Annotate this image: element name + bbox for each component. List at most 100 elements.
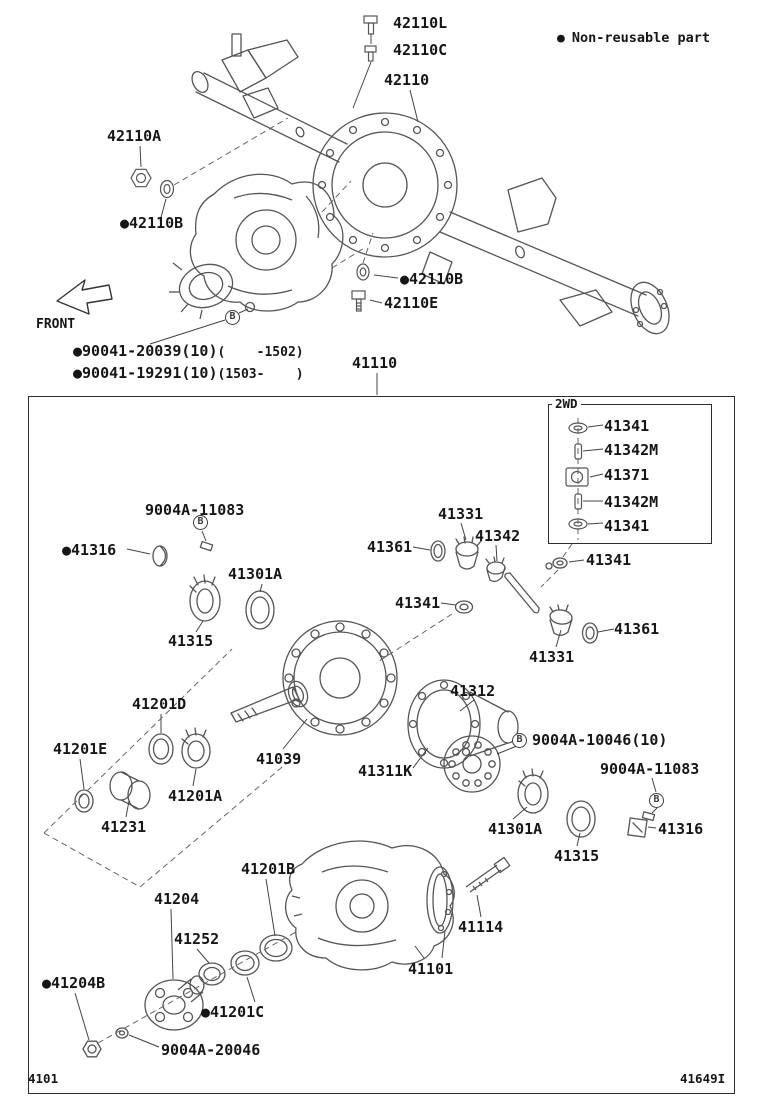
part-label-9004A-20046: 9004A-20046 — [161, 1041, 261, 1059]
part-label-41341-inset-top: 41341 — [604, 417, 650, 435]
race-icon-41315-right — [566, 800, 596, 838]
part-label-41039: 41039 — [256, 750, 302, 768]
bolt-icon-42110C — [364, 45, 377, 62]
figure-frame — [28, 396, 735, 1094]
circle-b-marker: B — [193, 515, 208, 530]
part-label-41312: 41312 — [450, 682, 496, 700]
pinion-gear-icon-41342 — [485, 556, 506, 583]
bearing-icon-41315-left — [189, 574, 221, 622]
part-label-41341-center: 41341 — [395, 594, 441, 612]
part-label-41201E: 41201E — [53, 740, 108, 758]
pinion-shaft-icon — [504, 572, 540, 614]
leader-lines — [74, 34, 658, 1048]
inset-2wd-parts-drawing — [565, 422, 589, 530]
figure-code-left: 4101 — [28, 1071, 59, 1086]
part-label-41311K: 41311K — [358, 762, 413, 780]
part-label-42110E: 42110E — [384, 294, 439, 312]
plug-icon-41316-left — [152, 545, 168, 567]
part-label-41110: 41110 — [352, 354, 398, 372]
inset-2wd-label: 2WD — [552, 397, 581, 411]
bolt-note-line1-part: ●90041-20039(10) — [73, 342, 218, 360]
figure-code-right: 41649I — [680, 1071, 726, 1086]
part-label-41371: 41371 — [604, 466, 650, 484]
part-label-41101: 41101 — [408, 960, 454, 978]
part-label-41301A-right: 41301A — [488, 820, 543, 838]
spider-icon-41371 — [565, 467, 589, 487]
dashed-guides — [43, 117, 579, 1044]
part-label-41315-right: 41315 — [554, 847, 600, 865]
rear-housing-drawing — [285, 840, 511, 971]
circle-b-marker: B — [512, 733, 527, 748]
axle-housing-drawing — [191, 33, 670, 335]
front-arrow-icon — [56, 279, 113, 315]
stud-icon-9004A-11083-right — [641, 811, 656, 822]
bolt-note-line2-part: ●90041-19291(10) — [73, 364, 218, 382]
part-label-41204B: ●41204B — [42, 974, 106, 992]
side-gear-icon-41331-upper — [455, 536, 482, 570]
deflector-icon-41252 — [198, 962, 226, 986]
differential-carrier-front-drawing — [169, 173, 344, 320]
ring-gear-and-pinion-41039 — [230, 620, 398, 736]
part-label-41331-upper: 41331 — [438, 505, 484, 523]
part-label-9004A-10046: 9004A-10046(10) — [532, 731, 668, 749]
part-label-9004A-11083-right: 9004A-11083 — [600, 760, 700, 778]
part-label-41342: 41342 — [475, 527, 521, 545]
part-label-42110L: 42110L — [393, 14, 448, 32]
part-label-41361-left: 41361 — [367, 538, 413, 556]
bolt-note-line1-range: ( -1502) — [217, 345, 304, 360]
oil-seal-icon-41201D — [148, 733, 174, 765]
bolt-note-line2: ●90041-19291(10)(1503- ) — [73, 364, 304, 384]
non-reusable-dot-icon: ● — [557, 30, 565, 46]
circle-b-marker: B — [649, 793, 664, 808]
deflector-icon-41201B — [259, 934, 293, 962]
part-label-41252: 41252 — [174, 930, 220, 948]
part-label-42110B-left: ●42110B — [120, 214, 184, 232]
washer-icon-42110B-mid — [356, 263, 370, 281]
part-label-41331-lower: 41331 — [529, 648, 575, 666]
stud-icon-9004A-11083-left — [199, 540, 214, 552]
bolt-note-line1: ●90041-20039(10)( -1502) — [73, 342, 304, 362]
part-label-9004A-11083-left: 9004A-11083 — [145, 501, 245, 519]
washer-icon-41341-right — [545, 557, 568, 570]
thrust-washer-icon-41361-left — [430, 540, 446, 562]
front-label: FRONT — [36, 317, 76, 332]
ring-gear-bolts-icon-9004A-10046 — [443, 735, 501, 793]
part-label-41201D: 41201D — [132, 695, 187, 713]
part-label-41301A-left: 41301A — [228, 565, 283, 583]
nut-icon-41204B — [82, 1040, 102, 1058]
side-gear-icon-41331-lower — [549, 604, 573, 636]
diff-internals-drawing — [74, 536, 656, 838]
part-label-42110C: 42110C — [393, 41, 448, 59]
part-label-41114: 41114 — [458, 918, 504, 936]
part-label-41201B: 41201B — [241, 860, 296, 878]
legend-non-reusable: ● Non-reusable part — [557, 30, 710, 46]
companion-flange-drawing — [82, 934, 293, 1058]
washer-icon-41341-center — [454, 600, 474, 614]
part-label-41341-right: 41341 — [586, 551, 632, 569]
nut-icon-42110A — [130, 168, 152, 188]
part-label-41231: 41231 — [101, 818, 147, 836]
inset-2wd-box — [548, 404, 712, 544]
bolt-icon-41114 — [465, 856, 511, 893]
part-label-41201C: ●41201C — [201, 1003, 265, 1021]
bolt-icon-42110E — [351, 290, 366, 312]
bearing-icon-41301A-right — [517, 768, 549, 814]
bolt-icon-42110L — [363, 15, 378, 35]
oil-seal-icon-41201C — [230, 950, 260, 976]
thrust-washer-icon-41361-right — [581, 622, 599, 644]
part-label-42110: 42110 — [384, 71, 430, 89]
part-label-42110A: 42110A — [107, 127, 162, 145]
part-label-41342M-inset-bottom: 41342M — [604, 493, 659, 511]
part-label-41316-left: ●41316 — [62, 541, 117, 559]
bearing-icon-41201A — [181, 727, 211, 769]
spacer-icon-41231 — [109, 771, 151, 810]
legend-text: Non-reusable part — [571, 30, 710, 46]
seal-icon-42110B-left — [159, 179, 175, 199]
part-label-41204: 41204 — [154, 890, 200, 908]
part-label-41341-inset-bottom: 41341 — [604, 517, 650, 535]
lock-plate-icon-41316-right — [627, 817, 648, 838]
part-label-41201A: 41201A — [168, 787, 223, 805]
fastener-icons-upper — [130, 15, 378, 312]
